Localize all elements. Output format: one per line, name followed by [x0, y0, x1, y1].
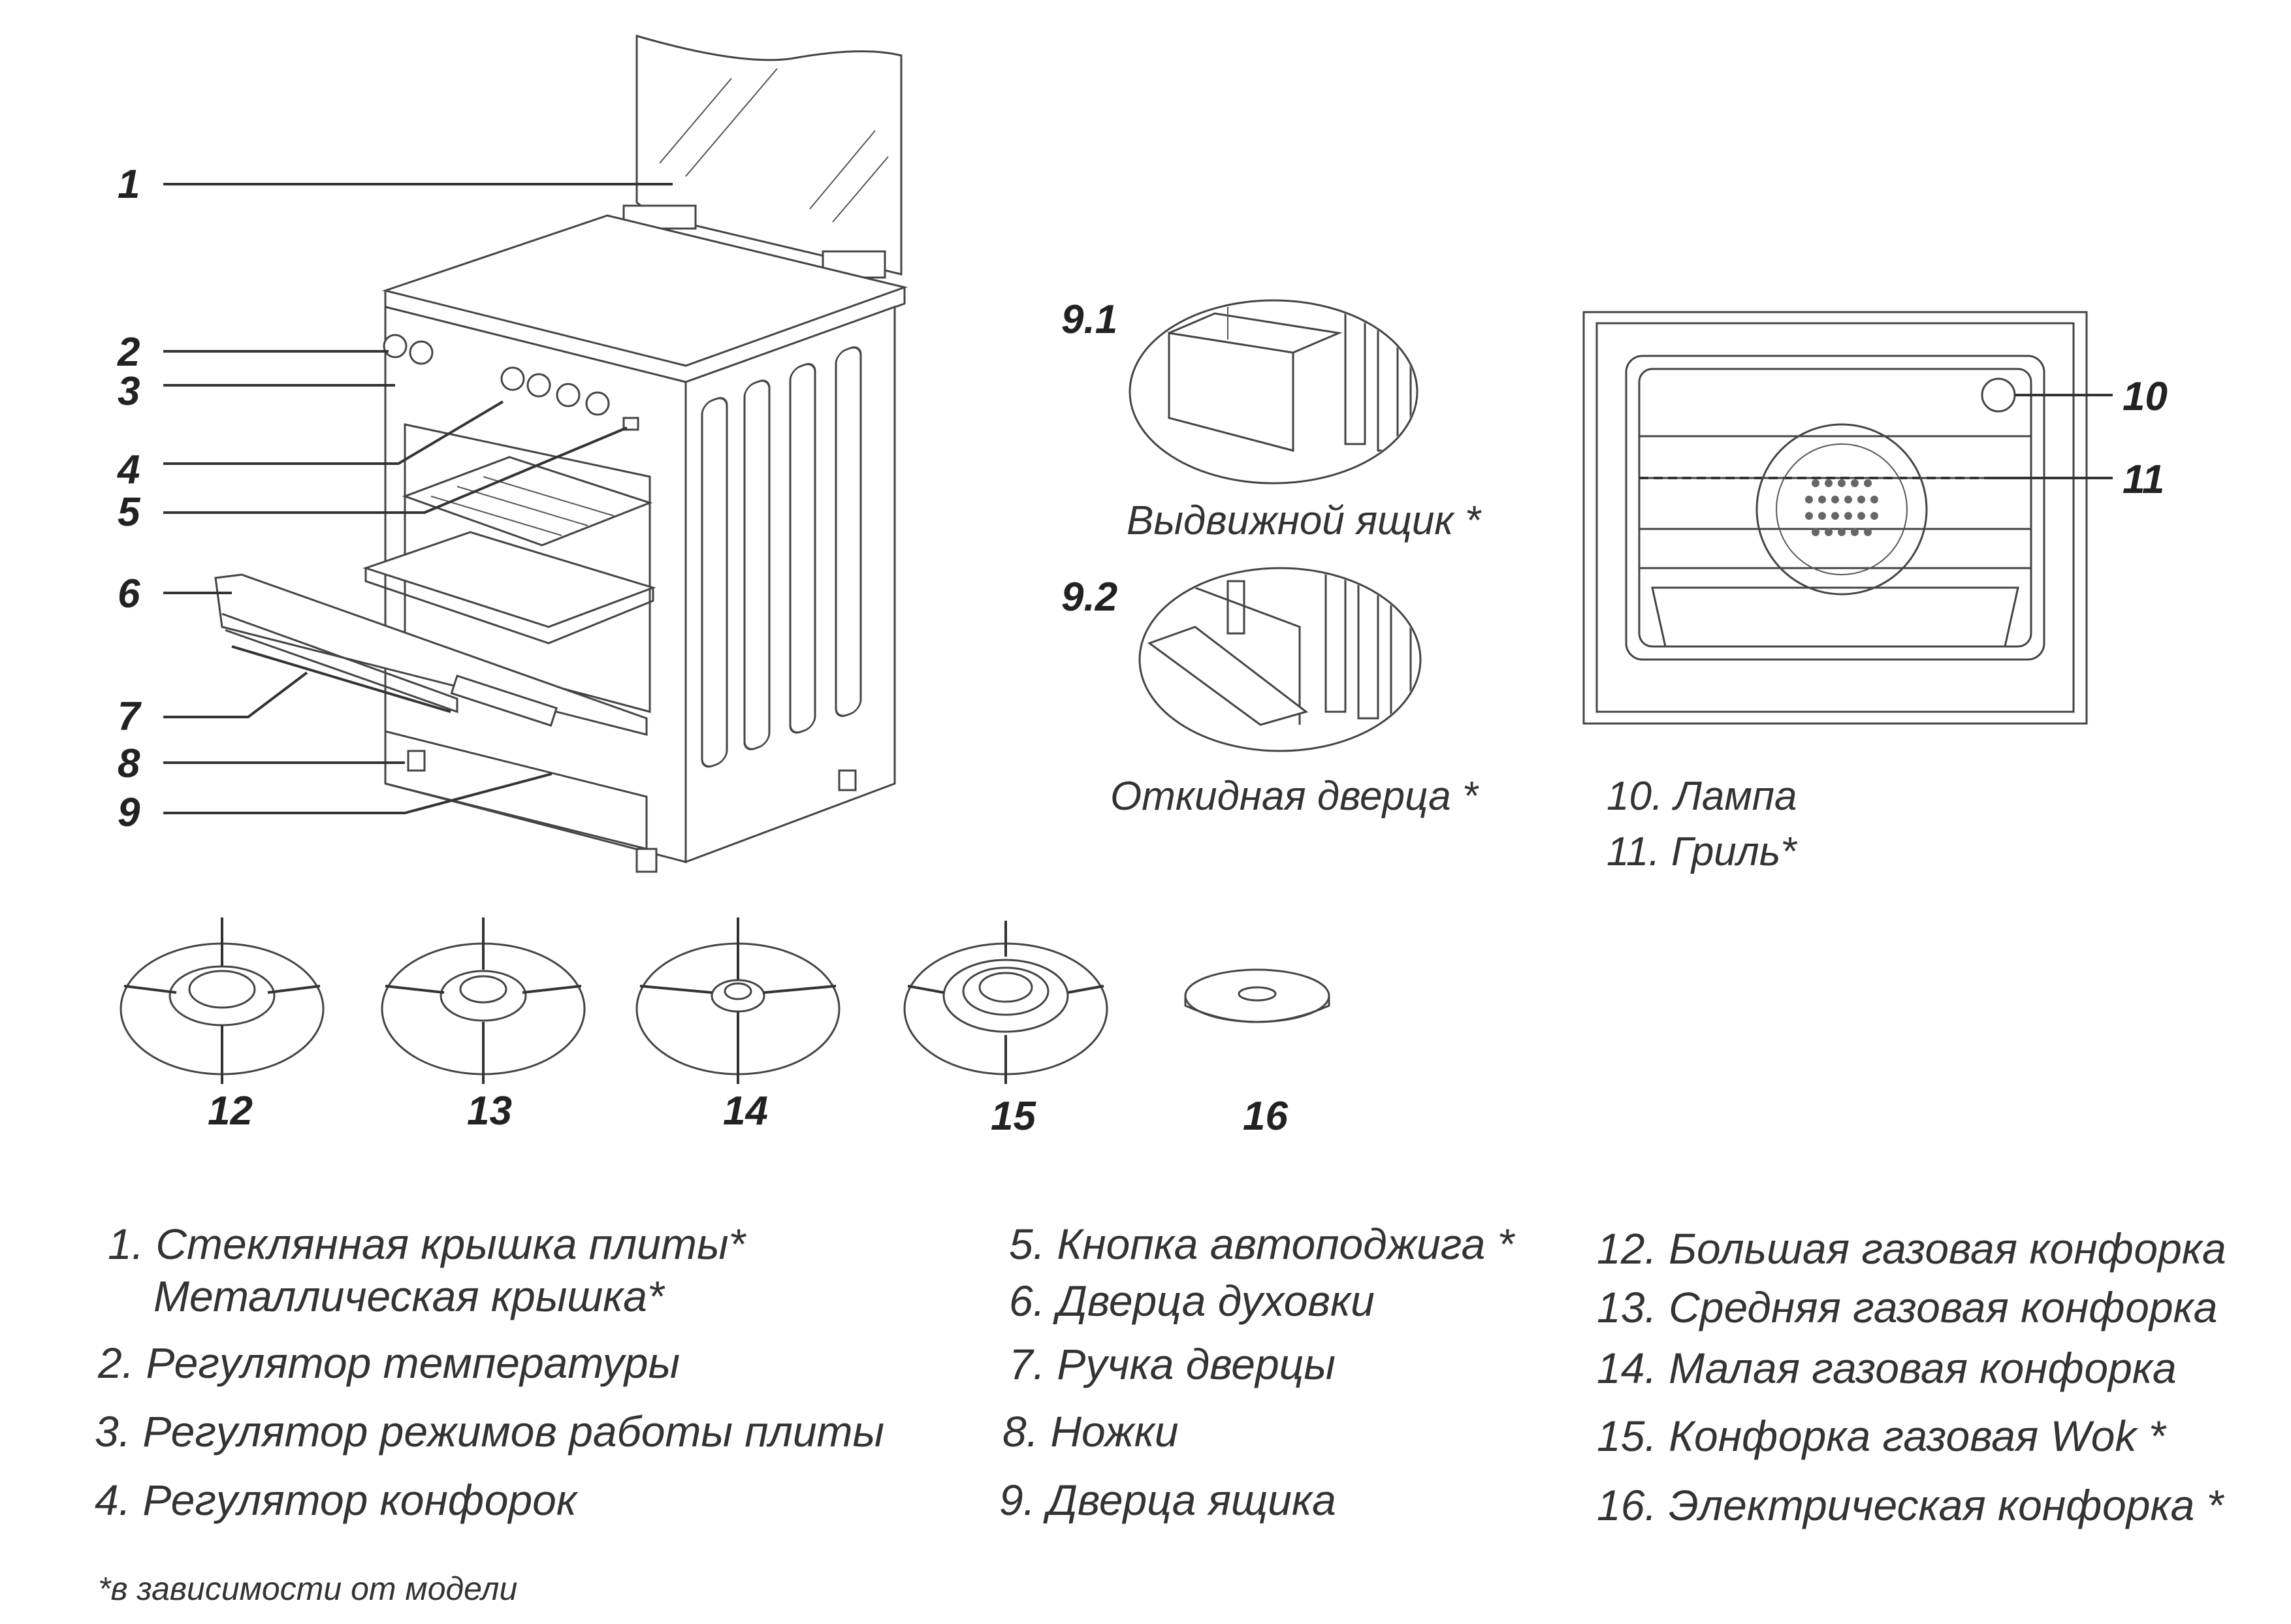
callout-12: 12 [208, 1089, 253, 1134]
callout-3: 3 [118, 369, 140, 414]
callout-4: 4 [116, 447, 140, 492]
stove-foot [407, 750, 426, 772]
legend-item-7: 7. Ручка дверцы [1009, 1340, 1336, 1388]
leader-lines [163, 183, 673, 814]
callout-11: 11 [2123, 457, 2164, 502]
legend-item-9: 9. Дверца ящика [999, 1476, 1336, 1524]
legend-item-8: 8. Ножки [1002, 1407, 1179, 1456]
detail-drawer: 9.1 Выдвижной ящик * [1061, 297, 1482, 543]
legend-item-5: 5. Кнопка автоподжига * [1009, 1220, 1516, 1268]
callout-9-2: 9.2 [1061, 575, 1117, 620]
legend-item-1: 1. Стеклянная крышка плиты* [108, 1220, 747, 1268]
callout-5: 5 [118, 490, 141, 535]
burner-electric [1184, 968, 1330, 1023]
legend-item-16: 16. Электрическая конфорка * [1597, 1481, 2225, 1529]
legend-item-2: 2. Регулятор температуры [97, 1339, 680, 1387]
legend-item-14: 14. Малая газовая конфорка [1597, 1344, 2177, 1392]
legend-item-12: 12. Большая газовая конфорка [1597, 1224, 2226, 1273]
side-slots [701, 346, 862, 768]
callout-2: 2 [117, 330, 140, 375]
callout-14: 14 [723, 1089, 768, 1134]
caption-lamp: 10. Лампа [1607, 774, 1797, 819]
burner-medium [381, 917, 586, 1084]
door-handle [231, 645, 451, 713]
glass-lid [635, 35, 903, 276]
oven-interior: 10 11 10. Лампа 11. Гриль* [1582, 311, 2168, 874]
callout-1: 1 [118, 162, 140, 207]
footnote: *в зависимости от модели [98, 1570, 517, 1607]
burner-wok [903, 921, 1108, 1084]
callout-16: 16 [1243, 1094, 1288, 1139]
legend-item-4: 4. Регулятор конфорок [95, 1476, 579, 1524]
callout-9-1: 9.1 [1061, 297, 1117, 342]
lid-hinge-left [622, 204, 697, 230]
burner-large [120, 917, 325, 1084]
caption-flap-door: Откидная дверца * [1110, 774, 1479, 819]
legend-item-13: 13. Средняя газовая конфорка [1597, 1283, 2217, 1331]
legend-item-15: 15. Конфорка газовая Wok * [1597, 1412, 2167, 1460]
detail-flap-door: 9.2 Откидная дверца * [1061, 567, 1479, 819]
stove-illustration: 1 2 3 4 5 6 7 8 9 [116, 35, 908, 873]
callout-6: 6 [118, 571, 140, 616]
callout-9: 9 [118, 790, 140, 835]
legend: 1. Стеклянная крышка плиты* Металлическа… [95, 1220, 2226, 1607]
legend-item-3: 3. Регулятор режимов работы плиты [95, 1407, 884, 1456]
oven-rack [402, 456, 653, 547]
drawer-door [385, 730, 648, 850]
caption-drawer: Выдвижной ящик * [1127, 498, 1482, 543]
burner-small [635, 917, 841, 1084]
legend-item-1b: Металлическая крышка* [153, 1272, 665, 1320]
oven-lamp [1981, 377, 2016, 413]
stove-foot [838, 769, 857, 791]
callout-10: 10 [2123, 374, 2168, 419]
callout-13: 13 [467, 1089, 512, 1134]
callout-7: 7 [118, 694, 142, 739]
stove-foot [635, 848, 658, 873]
callout-8: 8 [118, 741, 140, 786]
legend-item-6: 6. Дверца духовки [1009, 1277, 1375, 1325]
callout-15: 15 [991, 1094, 1036, 1139]
oven-fan [1755, 423, 1928, 596]
oven-door [214, 573, 648, 736]
caption-grill: 11. Гриль* [1607, 829, 1797, 874]
control-knobs [383, 334, 639, 431]
